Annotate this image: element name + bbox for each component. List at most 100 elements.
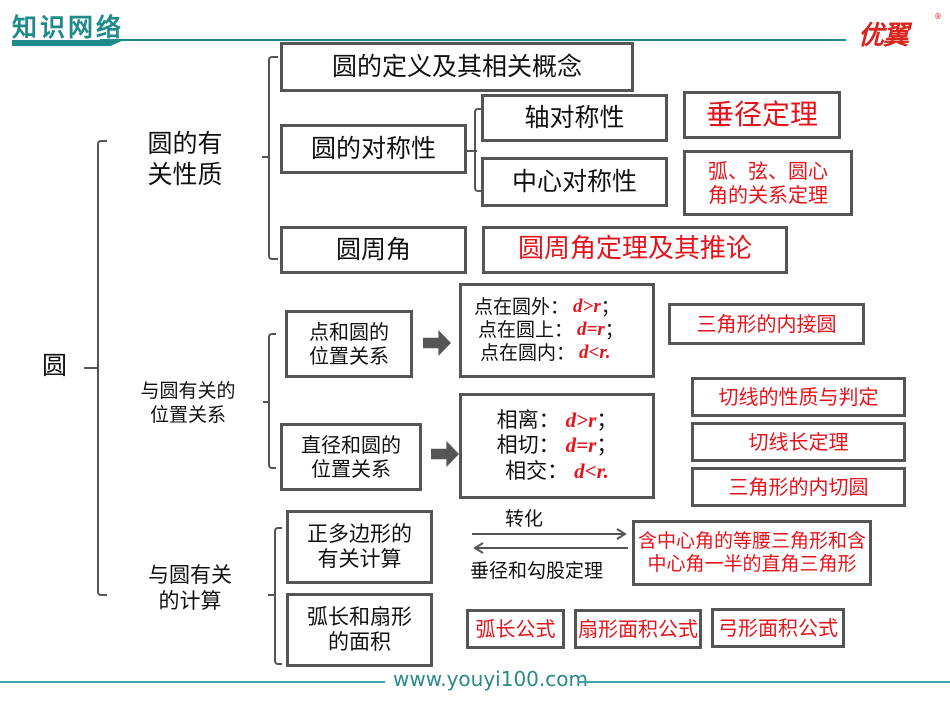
line-relation-formula: d=r [565, 433, 597, 458]
point-circle-box: 点和圆的 位置关系 [285, 310, 413, 378]
arc-chord-angle-line2: 角的关系定理 [708, 183, 828, 207]
convert-back-label: 垂径和勾股定理 [470, 560, 604, 582]
section-title: 知识网络 [12, 13, 125, 42]
point-relation-text: 点在圆内： [480, 341, 576, 364]
tangent-property-text: 切线的性质与判定 [718, 385, 879, 409]
tangent-length-box: 切线长定理 [691, 422, 906, 462]
line-relation-row: 相离： d>r ； [497, 408, 618, 433]
circle-definition-box: 圆的定义及其相关概念 [280, 42, 634, 92]
arc-sector-line2: 的面积 [328, 630, 391, 654]
brand-logo: 优翼 [858, 21, 909, 51]
segment-area-formula-text: 弓形面积公式 [718, 616, 838, 640]
calculations-label: 与圆有关 的计算 [120, 562, 260, 615]
calculations-label-line1: 与圆有关 [148, 563, 232, 587]
point-relation-row: 点在圆内： d<r. [480, 342, 610, 365]
triangle-incircle-box: 三角形的内切圆 [691, 467, 906, 507]
line-circle-box: 直径和圆的 位置关系 [280, 423, 422, 491]
footer-line-left [0, 681, 385, 683]
properties-label-line1: 圆的有 [147, 129, 223, 158]
footer-line-right [578, 681, 950, 683]
regular-polygon-line2: 有关计算 [317, 547, 402, 571]
line-relations-box: 相离： d>r ； 相切： d=r ； 相交： d<r. [459, 393, 655, 499]
center-angle-triangles-line1: 含中心角的等腰三角形和含 [637, 530, 866, 553]
properties-connector [262, 156, 270, 158]
properties-bracket [268, 56, 278, 260]
axis-symmetry-text: 轴对称性 [524, 103, 625, 132]
line-circle-line2: 位置关系 [311, 457, 391, 481]
root-node-label: 圆 [42, 351, 68, 380]
symmetry-box: 圆的对称性 [280, 124, 467, 174]
point-relation-end: ； [600, 296, 620, 319]
line-relation-formula: d<r. [574, 458, 609, 483]
center-angle-triangles-line2: 中心角一半的直角三角形 [647, 553, 857, 575]
registered-mark: ® [934, 12, 942, 21]
inscribed-angle-theorem-text: 圆周角定理及其推论 [517, 234, 752, 265]
arc-chord-angle-box: 弧、弦、圆心 角的关系定理 [683, 150, 853, 216]
center-symmetry-box: 中心对称性 [481, 157, 668, 207]
symmetry-text: 圆的对称性 [310, 134, 436, 163]
tangent-length-text: 切线长定理 [748, 430, 849, 454]
sector-area-formula-box: 扇形面积公式 [574, 609, 702, 649]
positions-label-line2: 位置关系 [149, 403, 226, 426]
header-divider [100, 39, 846, 41]
positions-connector [263, 401, 270, 403]
point-relation-row: 点在圆外： d>r ； [474, 296, 620, 319]
point-circle-line1: 点和圆的 [309, 320, 389, 344]
line-relation-row: 相交： d<r. [505, 459, 609, 484]
positions-bracket [268, 333, 276, 469]
sector-area-formula-text: 扇形面积公式 [578, 617, 698, 641]
line-relation-row: 相切： d=r ； [497, 433, 618, 458]
circle-definition-text: 圆的定义及其相关概念 [331, 52, 582, 81]
arc-sector-line1: 弧长和扇形 [307, 604, 412, 629]
symmetry-connector [467, 150, 477, 152]
convert-arrows [472, 528, 628, 554]
calculations-connector [268, 594, 276, 596]
inscribed-angle-box: 圆周角 [280, 226, 467, 274]
center-symmetry-text: 中心对称性 [511, 167, 637, 196]
convert-label: 转化 [505, 508, 544, 530]
line-relation-formula: d>r [565, 408, 597, 433]
arc-length-formula-text: 弧长公式 [475, 617, 556, 641]
point-relation-formula: d=r [577, 319, 605, 341]
title-underline-bar [12, 40, 124, 46]
root-connector [84, 367, 98, 369]
point-relation-end: ； [604, 319, 624, 342]
segment-area-formula-box: 弓形面积公式 [711, 608, 845, 648]
properties-label: 圆的有 关性质 [130, 128, 240, 191]
point-relation-text: 点在圆上： [478, 319, 574, 342]
tangent-property-box: 切线的性质与判定 [691, 377, 906, 417]
calculations-bracket [274, 527, 282, 665]
line-relation-text: 相离： [496, 408, 560, 433]
point-relation-text: 点在圆外： [474, 296, 570, 319]
right-arrow-icon [423, 330, 451, 356]
arc-length-formula-box: 弧长公式 [466, 609, 565, 649]
point-relation-row: 点在圆上： d=r ； [478, 319, 624, 342]
regular-polygon-box: 正多边形的 有关计算 [286, 510, 433, 584]
right-arrow-icon [431, 441, 459, 467]
backward-arrowhead-icon [473, 542, 484, 554]
point-relation-formula: d<r. [579, 341, 611, 363]
calculations-label-line2: 的计算 [158, 589, 222, 614]
line-circle-line1: 直径和圆的 [301, 433, 401, 457]
line-relation-end: ； [596, 408, 618, 433]
triangle-incircle-text: 三角形的内切圆 [728, 475, 869, 499]
inscribed-angle-text: 圆周角 [335, 235, 411, 264]
properties-label-line2: 关性质 [147, 160, 223, 190]
forward-arrowhead-icon [616, 528, 627, 540]
line-relation-text: 相切： [496, 433, 560, 458]
symmetry-bracket [474, 108, 482, 192]
line-relation-end: ； [596, 433, 618, 458]
arc-sector-box: 弧长和扇形 的面积 [286, 593, 433, 667]
positions-label: 与圆有关的 位置关系 [118, 380, 258, 428]
perpendicular-diameter-theorem-box: 垂径定理 [683, 91, 841, 139]
point-relation-formula: d>r [573, 296, 601, 318]
line-relation-text: 相交： [505, 458, 569, 483]
axis-symmetry-box: 轴对称性 [481, 94, 668, 142]
point-relations-box: 点在圆外： d>r ； 点在圆上： d=r ； 点在圆内： d<r. [459, 283, 655, 378]
positions-label-line1: 与圆有关的 [140, 380, 236, 402]
center-angle-triangles-box: 含中心角的等腰三角形和含 中心角一半的直角三角形 [632, 520, 872, 586]
root-bracket [97, 140, 107, 596]
regular-polygon-line1: 正多边形的 [307, 521, 412, 546]
arc-chord-angle-line1: 弧、弦、圆心 [708, 159, 828, 183]
perpendicular-diameter-theorem-text: 垂径定理 [705, 98, 818, 132]
